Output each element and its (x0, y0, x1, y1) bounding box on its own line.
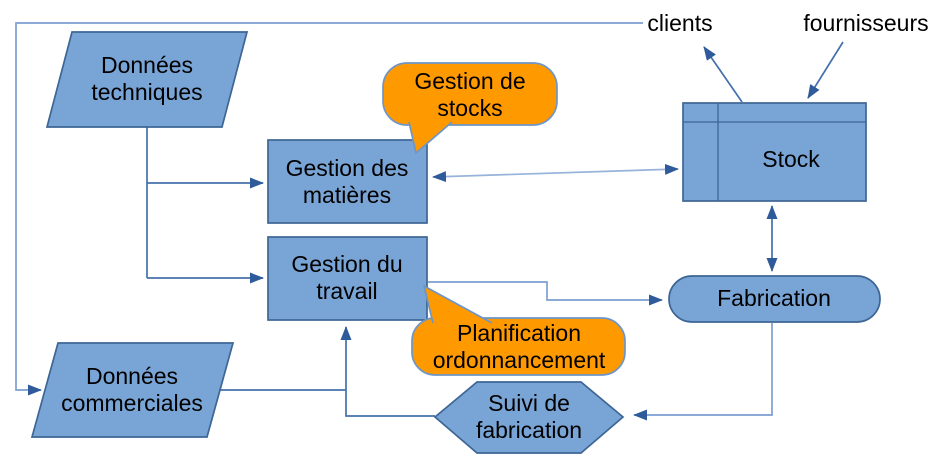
connector-gestion-matieres-stock-bidirectional (432, 163, 679, 183)
connector-gestion-travail-to-fabrication (428, 281, 663, 306)
node-suivi-fabrication[interactable] (433, 381, 625, 454)
donnees-commerciales-label-line2: commerciales (61, 390, 203, 416)
node-stock[interactable] (682, 102, 867, 202)
callout-gestion-stocks[interactable] (382, 62, 558, 154)
connector-suivi-to-gestion-travail (340, 326, 435, 417)
callout-gestion-stocks-label-line1: Gestion de (414, 68, 525, 94)
callout-gestion-stocks-tail (408, 121, 453, 154)
node-gestion-matieres[interactable] (267, 139, 428, 224)
connector-clients-to-donnees-commerciales (15, 22, 643, 396)
gestion-matieres-label-line1: Gestion des (286, 155, 409, 181)
fabrication-label: Fabrication (717, 285, 831, 311)
gestion-matieres-label-line2: matières (303, 182, 391, 208)
node-donnees-techniques[interactable] (45, 31, 249, 128)
callout-planification-label-line2: ordonnancement (433, 347, 606, 373)
gestion-travail-label-line2: travail (316, 278, 377, 304)
callout-gestion-stocks-label-line2: stocks (437, 95, 502, 121)
callout-planification-label-line1: Planification (457, 320, 581, 346)
suivi-fabrication-label-line1: Suivi de (488, 390, 570, 416)
node-donnees-commerciales[interactable] (30, 342, 235, 438)
connector-fournisseurs-to-stock (807, 41, 844, 99)
suivi-fabrication-label-line2: fabrication (476, 417, 582, 443)
node-fabrication[interactable] (668, 275, 881, 323)
donnees-commerciales-label-line1: Données (86, 363, 178, 389)
fournisseurs-label[interactable]: fournisseurs (803, 10, 928, 36)
clients-label[interactable]: clients (647, 10, 712, 36)
callout-planification[interactable] (411, 285, 626, 376)
callout-planification-tail (423, 285, 493, 324)
node-gestion-travail[interactable] (267, 236, 428, 321)
stock-label: Stock (762, 146, 820, 172)
donnees-techniques-label-line1: Données (101, 52, 193, 78)
connector-fabrication-to-suivi (633, 323, 773, 421)
connector-stock-to-clients (703, 46, 743, 103)
gestion-travail-label-line1: Gestion du (291, 251, 402, 277)
donnees-techniques-label-line2: techniques (91, 79, 202, 105)
